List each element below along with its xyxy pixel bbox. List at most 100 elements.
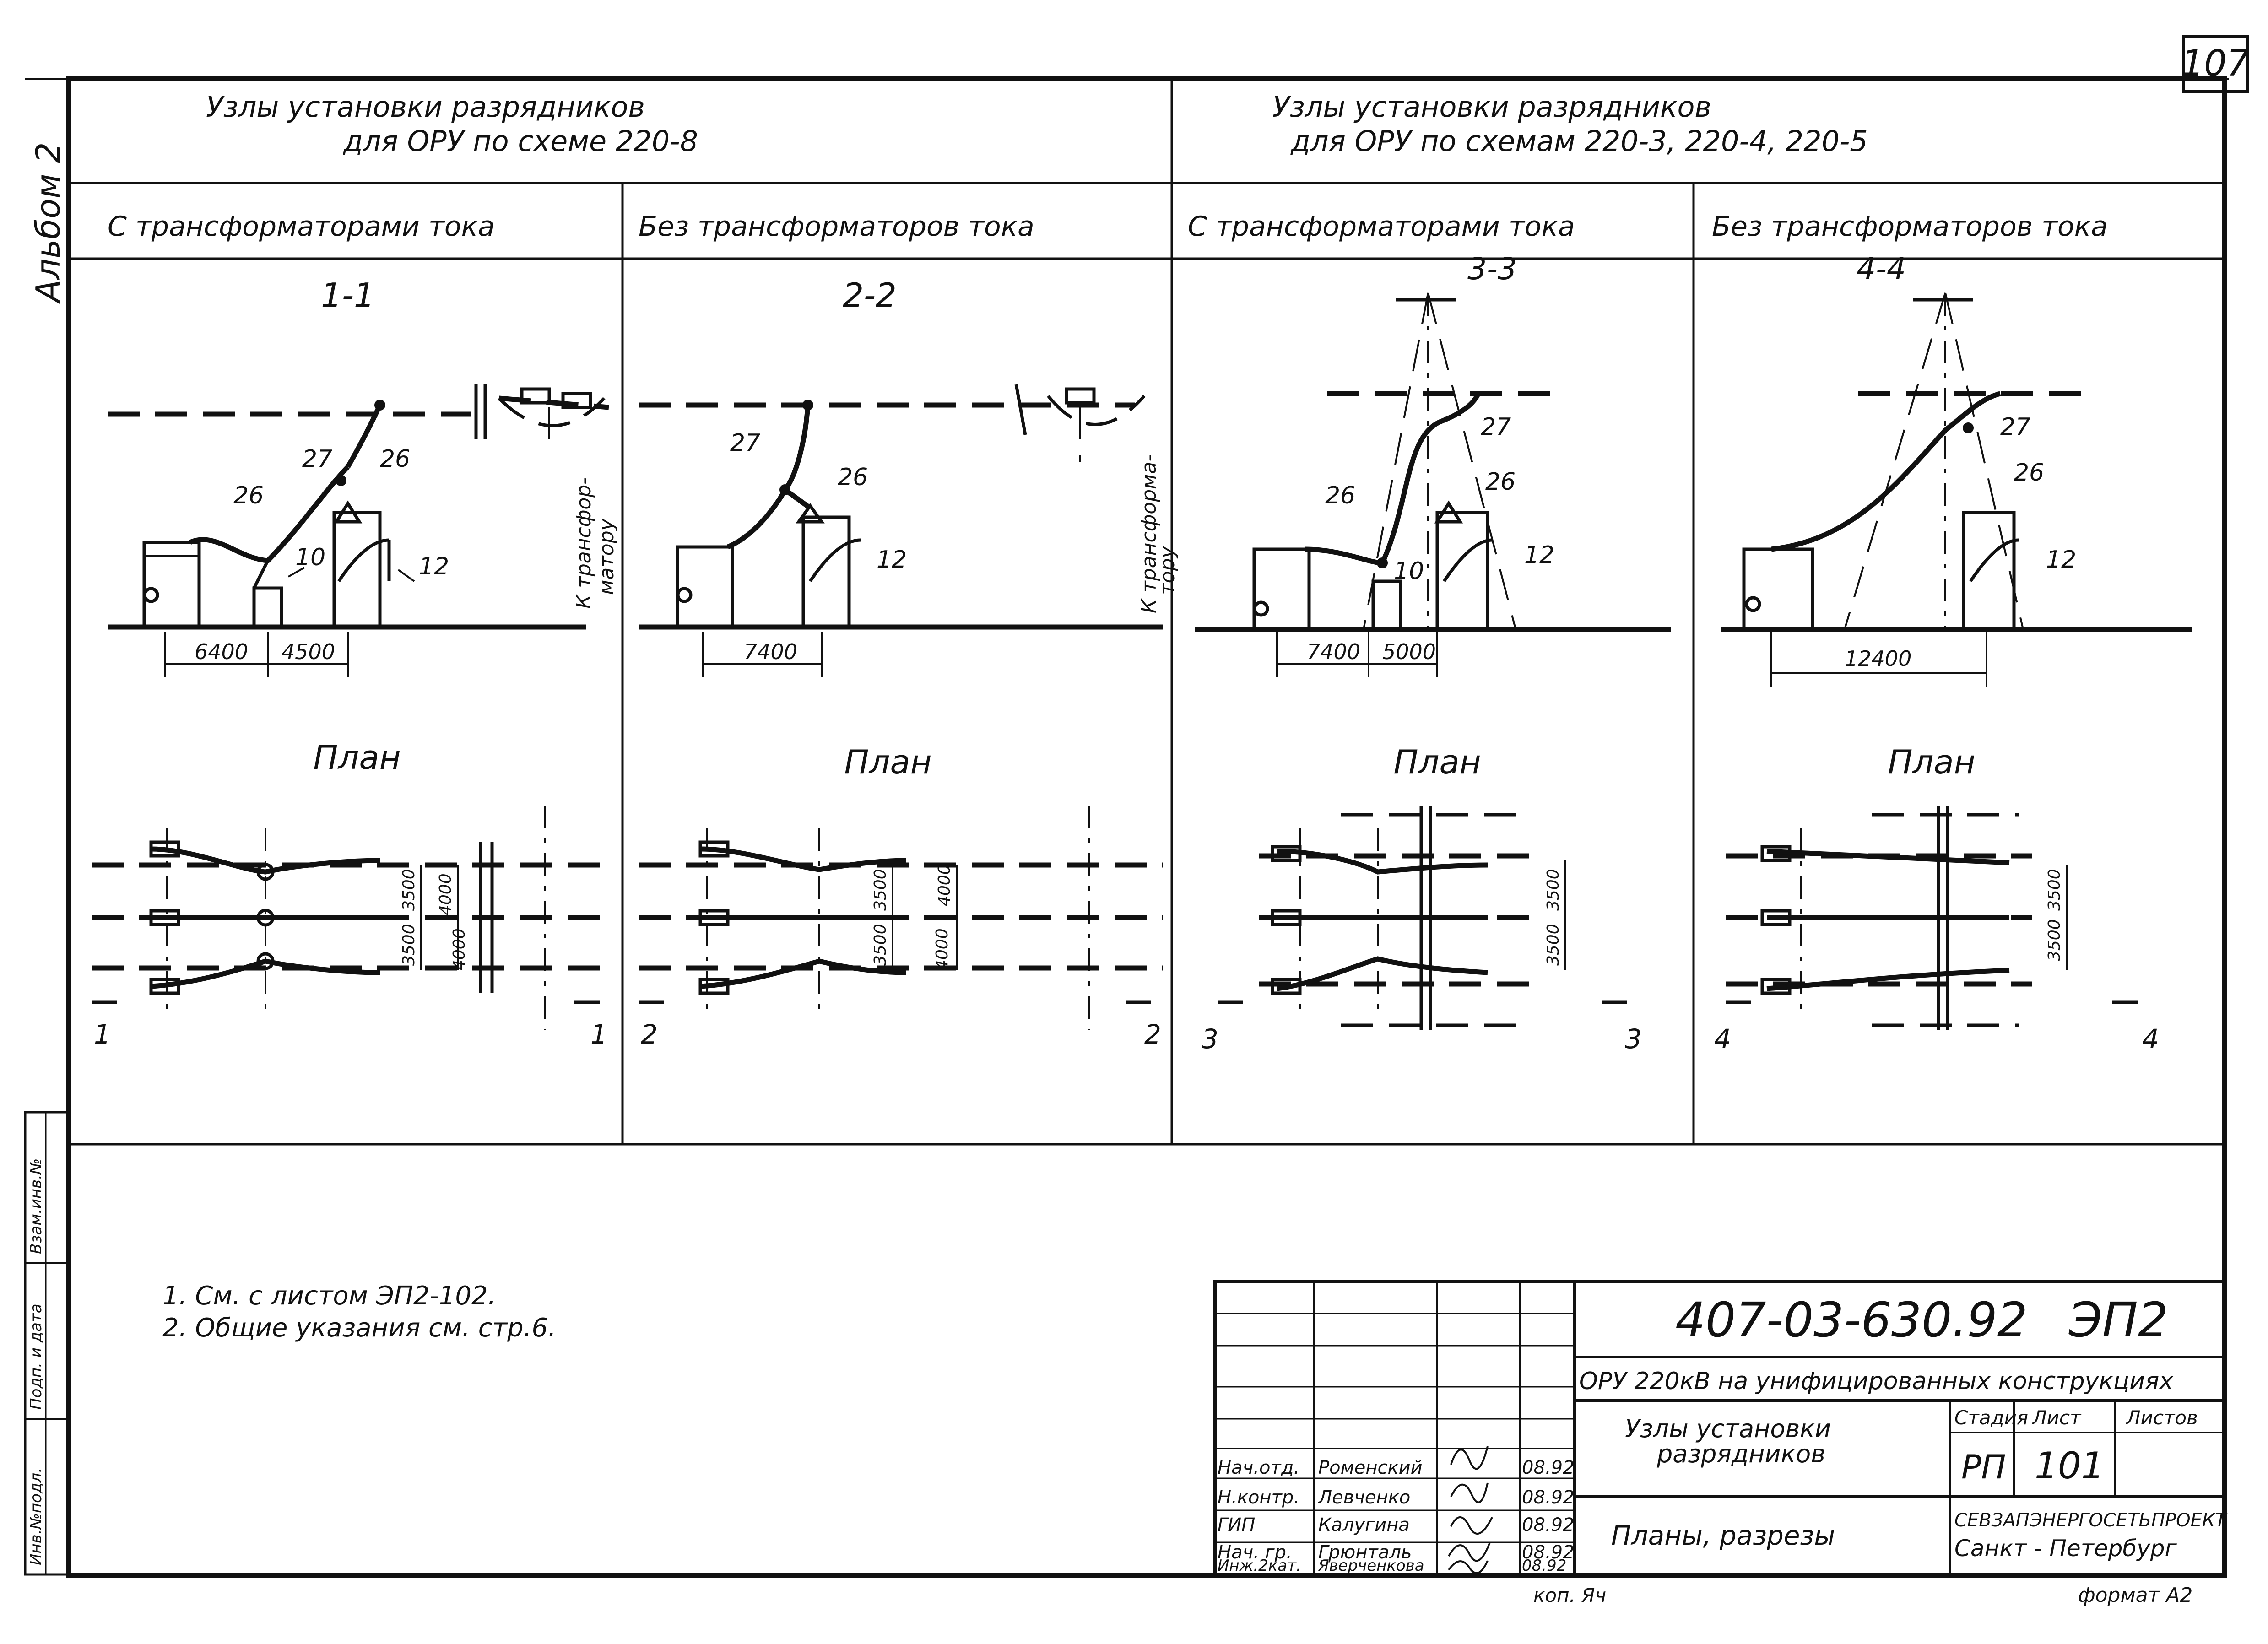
label-12-p3: 12: [1524, 541, 1554, 569]
title-block: 407-03-630.92 ЭП2 ОРУ 220кВ на унифициро…: [1213, 1280, 2228, 1576]
subheader-4: Без трансформаторов тока: [1712, 211, 2108, 243]
sheets-header: Листов: [2125, 1406, 2198, 1429]
cut-mark-3-left: 3: [1202, 1023, 1218, 1055]
doc-code: 407-03-630.92: [1675, 1292, 2028, 1348]
cut-mark-4-left: 4: [1714, 1023, 1731, 1055]
plan3-dim-b: 3500: [1544, 869, 1563, 911]
dim-5000-p3: 5000: [1382, 639, 1436, 664]
cut-mark-1-left: 1: [94, 1019, 111, 1050]
section-title-1: 1-1: [321, 276, 375, 314]
section-3-3: 3-3 27 26 26 10 12 7400 5000: [1195, 251, 1671, 677]
plan2-dim-b: 3500: [871, 869, 890, 911]
section-title-2: 2-2: [843, 276, 897, 314]
cut-mark-3-right: 3: [1625, 1023, 1642, 1055]
stamp-replaced: Взам.инв.№: [27, 1158, 45, 1254]
side-note-1a: К трансфор-: [572, 477, 595, 609]
drawing-title-2: разрядников: [1656, 1439, 1825, 1468]
sheet-header: Лист: [2031, 1406, 2082, 1429]
plan-2: План 3500 3500 4000 4000 2 2: [639, 743, 1163, 1050]
side-stamp: Инв.№подл. Подп. и дата Взам.инв.№: [24, 1111, 70, 1576]
dim-6400: 6400: [195, 639, 248, 664]
label-26-left: 26: [233, 482, 264, 509]
label-26-right: 26: [380, 445, 410, 473]
org-name: СЕВЗАПЭНЕРГОСЕТЬПРОЕКТ: [1954, 1510, 2228, 1531]
plan-1: План 3500 3500 4000 4000 1 1: [92, 738, 607, 1050]
stamp-signature: Подп. и дата: [27, 1303, 45, 1410]
label-12-p2: 12: [877, 546, 907, 573]
doc-suffix: ЭП2: [2068, 1292, 2168, 1348]
cut-mark-2-left: 2: [641, 1019, 658, 1050]
stage-header: Стадия: [1954, 1406, 2028, 1429]
role-name-1: Роменский: [1318, 1457, 1423, 1478]
cut-mark-2-right: 2: [1144, 1019, 1161, 1050]
role-date-3: 08.92: [1522, 1514, 1575, 1536]
plan1-dim-a: 3500: [400, 924, 418, 966]
album-label: Альбом 2: [29, 142, 67, 304]
subheader-1: С трансформаторами тока: [108, 211, 495, 243]
plan2-dim-c: 4000: [935, 864, 954, 906]
label-27-p3: 27: [1481, 413, 1511, 441]
org-city: Санкт - Петербург: [1954, 1535, 2177, 1562]
section-1-1: 1-1 27 26 26 10 12: [108, 276, 618, 677]
plan-title-4: План: [1888, 743, 1975, 781]
project-name: ОРУ 220кВ на унифицированных конструкция…: [1579, 1368, 2174, 1395]
plan-title-3: План: [1393, 743, 1481, 781]
section-title-4: 4-4: [1857, 251, 1906, 287]
plan4-dim-a: 3500: [2045, 919, 2064, 961]
role-2: Н.контр.: [1218, 1487, 1299, 1508]
role-name-4: Грюнталь: [1318, 1542, 1412, 1563]
role-name-5: Яверченкова: [1318, 1557, 1424, 1575]
cut-mark-4-right: 4: [2142, 1023, 2159, 1055]
sheet-value: 101: [2035, 1444, 2105, 1487]
label-26-p2: 26: [838, 464, 868, 491]
role-1: Нач.отд.: [1218, 1457, 1299, 1478]
role-date-5: 08.92: [1522, 1557, 1566, 1575]
label-10-p3: 10: [1394, 557, 1424, 585]
subheader-3: С трансформаторами тока: [1188, 211, 1575, 243]
header-left-line2: для ОРУ по схеме 220-8: [343, 124, 698, 158]
role-4: Нач. гр.: [1218, 1542, 1292, 1563]
signature-marks: [1448, 1446, 1493, 1574]
stage-value: РП: [1961, 1448, 2006, 1486]
footer-copied: коп. Яч: [1533, 1584, 1606, 1606]
plan1-dim-d: 4000: [450, 928, 469, 970]
note-1: 1. См. с листом ЭП2-102.: [162, 1281, 496, 1311]
section-4-4: 4-4 27 26 12 12400: [1721, 251, 2192, 687]
label-26-p3-right: 26: [1485, 468, 1516, 496]
plan1-dim-b: 3500: [400, 869, 418, 911]
label-27-p4: 27: [2000, 413, 2030, 441]
dim-7400-p2: 7400: [744, 639, 797, 664]
label-27-p2: 27: [730, 429, 760, 457]
plan-4: План 3500 3500 4 4: [1714, 743, 2159, 1055]
role-date-4: 08.92: [1522, 1542, 1575, 1563]
label-10: 10: [295, 544, 325, 571]
plan-title-1: План: [313, 738, 401, 777]
stamp-inventory: Инв.№подл.: [27, 1468, 45, 1565]
role-name-3: Калугина: [1318, 1514, 1410, 1536]
label-27: 27: [302, 445, 332, 473]
sheet-number: 107: [2181, 43, 2250, 84]
frame: 107: [25, 35, 2250, 1578]
section-title-3: 3-3: [1467, 251, 1517, 287]
cut-mark-1-right: 1: [590, 1019, 607, 1050]
plan1-dim-c: 4000: [436, 873, 455, 915]
side-note-2b: тору: [1156, 546, 1179, 595]
side-note-1b: матору: [595, 518, 618, 595]
header-right-line1: Узлы установки разрядников: [1272, 90, 1711, 124]
dim-12400-p4: 12400: [1845, 646, 1911, 671]
plan2-dim-d: 4000: [933, 928, 952, 970]
plan3-dim-a: 3500: [1544, 924, 1563, 966]
dim-4500: 4500: [281, 639, 335, 664]
plan-3: План 3500 3500 3 3: [1202, 743, 1642, 1055]
role-date-2: 08.92: [1522, 1487, 1575, 1508]
plan-title-2: План: [844, 743, 931, 781]
section-2-2: 2-2 27 26 12 7400 К трансформа- тору: [639, 276, 1179, 677]
role-5: Инж.2кат.: [1218, 1557, 1301, 1575]
subheader-2: Без трансформаторов тока: [639, 211, 1034, 243]
plan2-dim-a: 3500: [871, 924, 890, 966]
label-26-p4: 26: [2014, 459, 2044, 487]
footer-format: формат А2: [2078, 1584, 2192, 1607]
label-26-p3-left: 26: [1325, 482, 1355, 509]
role-3: ГИП: [1218, 1514, 1255, 1536]
